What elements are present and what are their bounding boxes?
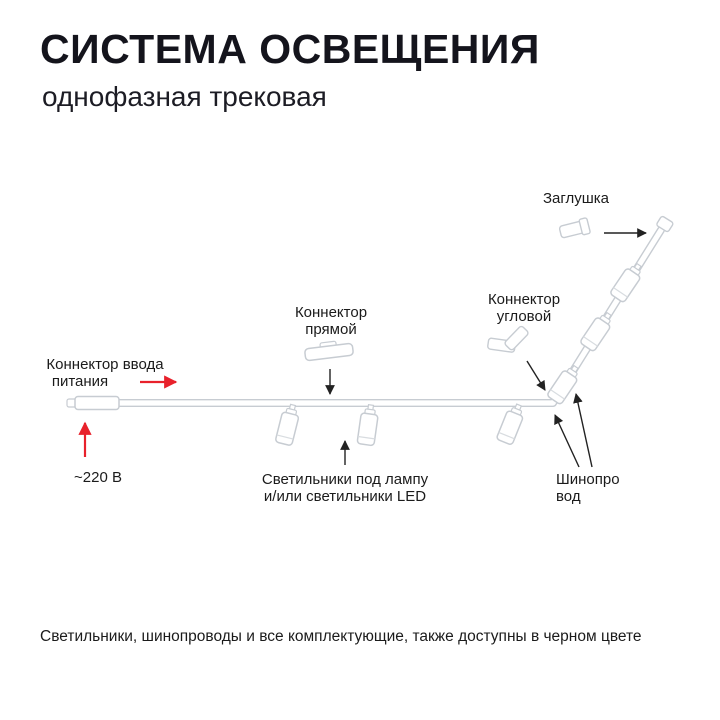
label-straight-connector: Коннектор прямой [261,304,401,338]
arrow-busbar-1 [554,414,580,468]
label-straight-connector-line2: прямой [305,321,357,338]
footer-note: Светильники, шинопроводы и все комплекту… [40,628,642,645]
label-voltage-text: ~220 В [74,469,122,486]
label-power-input: Коннектор ввода питания [25,356,185,390]
arrow-corner-connector [526,360,546,391]
label-fixtures-line2: и/или светильники LED [263,488,427,505]
label-busbar-line1: Шинопро [556,471,620,488]
label-busbar-line2: вод [556,488,581,505]
spotlight [356,403,381,447]
label-fixtures: Светильники под лампу и/или светильники … [225,471,465,505]
label-corner-connector-line1: Коннектор [487,291,561,308]
spotlight [608,259,647,304]
label-end-cap-text: Заглушка [542,190,610,207]
power-input-connector [66,395,120,411]
page-title: СИСТЕМА ОСВЕЩЕНИЯ [40,26,540,72]
label-fixtures-line1: Светильники под лампу [261,471,429,488]
label-power-input-line2: питания [51,373,109,390]
straight-connector-icon [304,340,354,362]
label-corner-connector: Коннектор угловой [454,291,594,325]
label-busbar: Шинопро вод [556,471,646,505]
label-straight-connector-line1: Коннектор [294,304,368,321]
corner-connector-icon [487,325,529,353]
spotlight [274,402,302,447]
label-corner-connector-line2: угловой [496,308,552,325]
label-end-cap: Заглушка [506,190,646,207]
spotlight [495,401,528,447]
end-cap-mounted [656,215,674,233]
arrow-busbar-2 [573,393,593,468]
label-power-input-line1: Коннектор ввода [46,356,164,373]
label-voltage: ~220 В [48,469,148,486]
end-cap-icon [558,217,591,239]
page-subtitle: однофазная трековая [42,81,327,112]
